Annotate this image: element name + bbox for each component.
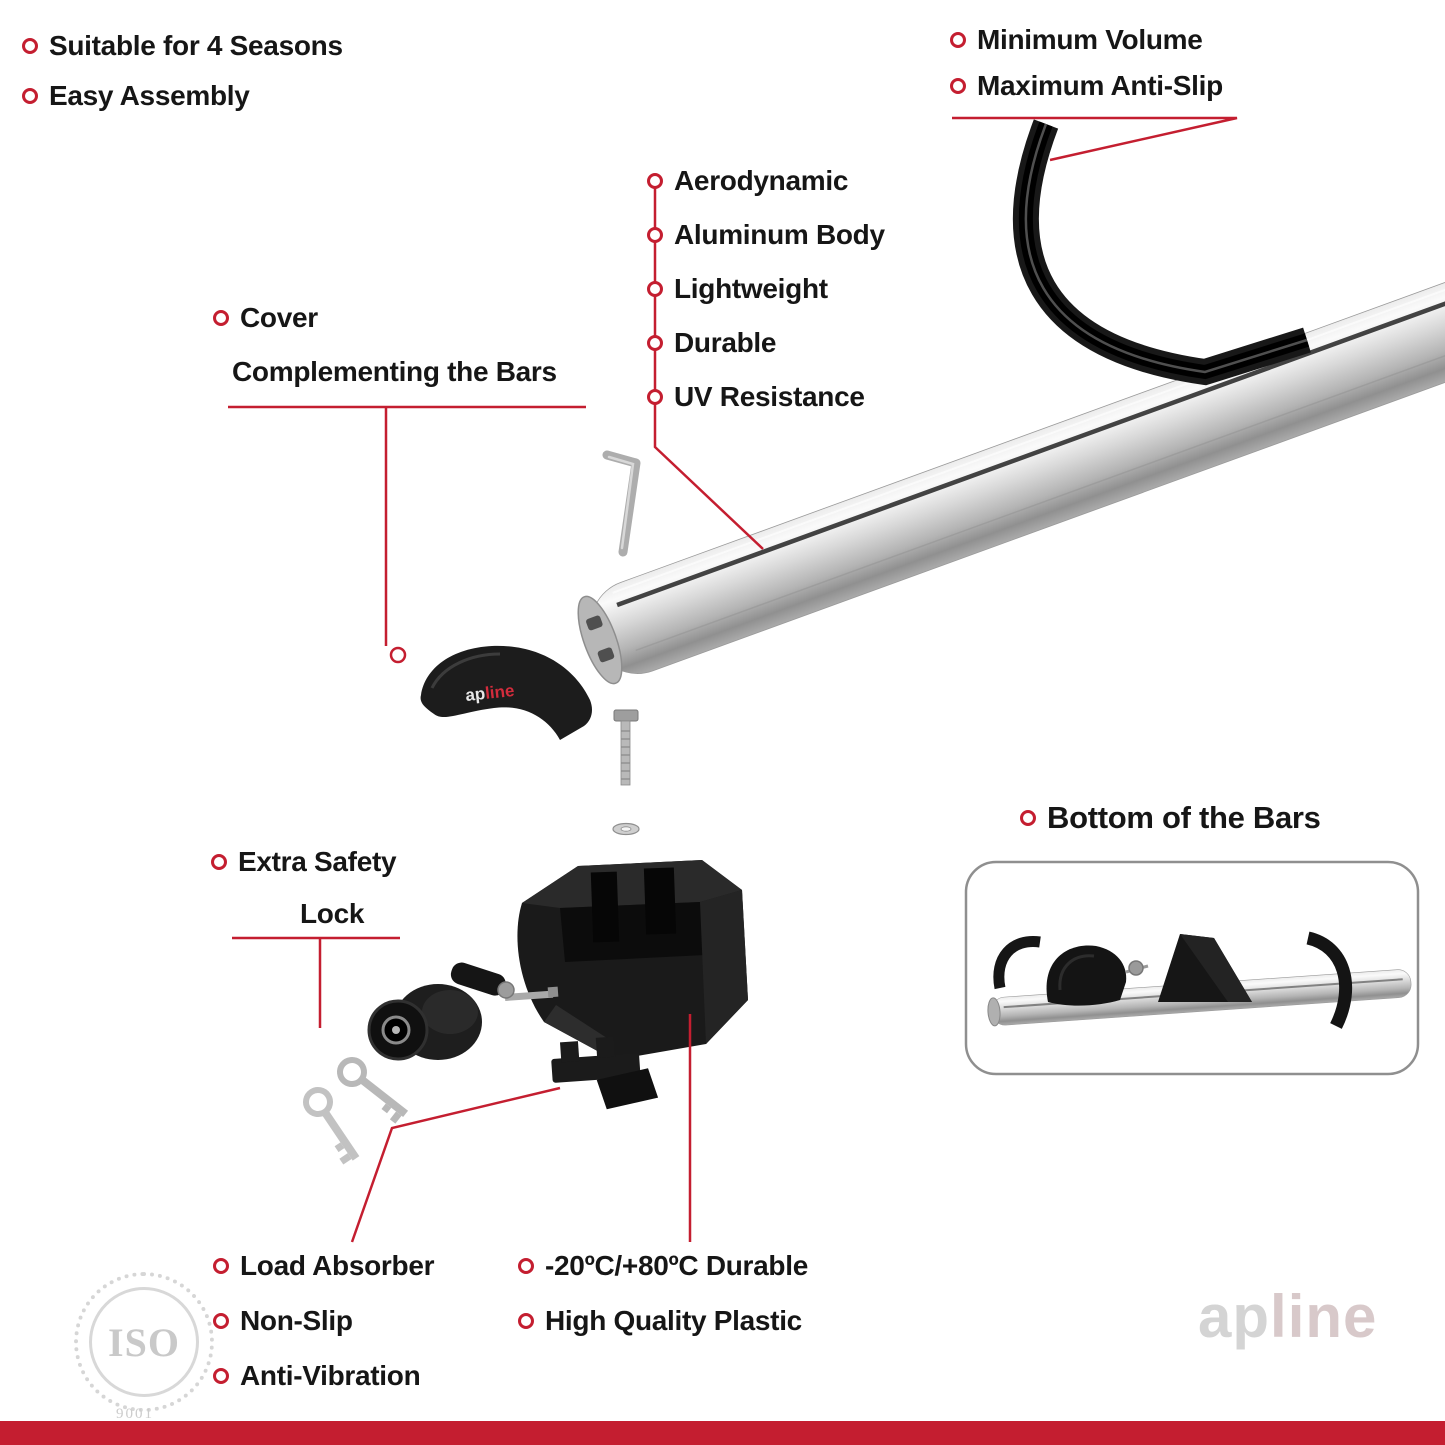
feature-item: Aluminum Body (647, 219, 885, 251)
rubber-strip (1013, 119, 1311, 386)
safety-lock (367, 962, 559, 1061)
feature-label: Aerodynamic (674, 165, 849, 196)
feature-item: UV Resistance (647, 381, 865, 413)
spec-item: Load Absorber (213, 1250, 435, 1282)
iso-stamp: ISO (74, 1272, 214, 1412)
brand-part1: ap (1198, 1283, 1271, 1350)
circle-bullet-icon (211, 854, 227, 870)
iso-stamp-inner: ISO (89, 1287, 199, 1397)
iso-number: 9001 (116, 1406, 154, 1422)
cover-title-label: Cover (240, 302, 318, 333)
allen-key (602, 450, 641, 557)
inset-title: Bottom of the Bars (1020, 800, 1321, 836)
spec-item: -20ºC/+80ºC Durable (518, 1250, 808, 1282)
circle-bullet-icon (213, 310, 229, 326)
cover-logo: apline (464, 681, 515, 705)
inset-bolt-knob (1128, 960, 1144, 976)
cover-pointer-ring (389, 646, 407, 664)
feature-item: Durable (647, 327, 776, 359)
antislip-item: Minimum Volume (950, 24, 1203, 56)
spec-label: High Quality Plastic (545, 1305, 802, 1336)
antislip-label: Maximum Anti-Slip (977, 70, 1223, 101)
lock-title-label: Extra Safety (238, 846, 397, 877)
iso-title: ISO (108, 1319, 180, 1365)
inset-strap (1306, 931, 1353, 1029)
inset-title-label: Bottom of the Bars (1047, 800, 1321, 835)
circle-bullet-icon (647, 173, 663, 189)
benefit-item: Suitable for 4 Seasons (22, 30, 343, 62)
mounting-foot (517, 860, 748, 1060)
spec-label: Load Absorber (240, 1250, 435, 1281)
callout-lines (228, 116, 1238, 1243)
brand-part2: line (1270, 1283, 1378, 1350)
brand-logo: apline (1198, 1282, 1377, 1351)
lock-callout-title: Extra Safety (211, 846, 397, 878)
benefit-label: Easy Assembly (49, 80, 250, 111)
feature-label: Lightweight (674, 273, 828, 304)
footer-red-bar (0, 1421, 1445, 1445)
spec-item: Anti-Vibration (213, 1360, 421, 1392)
circle-bullet-icon (647, 335, 663, 351)
circle-bullet-icon (518, 1313, 534, 1329)
washer (612, 822, 640, 836)
circle-bullet-icon (213, 1313, 229, 1329)
circle-bullet-icon (950, 78, 966, 94)
feature-item: Lightweight (647, 273, 828, 305)
benefit-item: Easy Assembly (22, 80, 250, 112)
cover-piece: apline (420, 645, 592, 740)
feature-label: Aluminum Body (674, 219, 885, 250)
cover-callout-subtitle: Complementing the Bars (232, 356, 557, 387)
keys (303, 1057, 409, 1165)
antislip-item: Maximum Anti-Slip (950, 70, 1223, 102)
bottom-of-bars-inset (964, 860, 1420, 1076)
spec-label: Non-Slip (240, 1305, 353, 1336)
inset-clamp (1046, 945, 1127, 1006)
bar-end-cap (577, 595, 623, 685)
circle-bullet-icon (950, 32, 966, 48)
circle-bullet-icon (213, 1258, 229, 1274)
aluminum-crossbar (577, 252, 1445, 685)
circle-bullet-icon (1020, 810, 1036, 826)
circle-bullet-icon (518, 1258, 534, 1274)
inset-rubber-end (993, 936, 1041, 990)
spec-label: -20ºC/+80ºC Durable (545, 1250, 808, 1281)
features-callout-line (653, 180, 764, 550)
benefit-label: Suitable for 4 Seasons (49, 30, 343, 61)
cover-callout-line (228, 405, 586, 646)
antislip-label: Minimum Volume (977, 24, 1203, 55)
spec-item: Non-Slip (213, 1305, 353, 1337)
circle-bullet-icon (647, 281, 663, 297)
antislip-callout-line (952, 116, 1238, 162)
cover-callout-title: Cover (213, 302, 318, 334)
feature-label: Durable (674, 327, 777, 358)
circle-bullet-icon (22, 88, 38, 104)
t-slot-channel (616, 261, 1445, 608)
circle-bullet-icon (647, 389, 663, 405)
spec-item: High Quality Plastic (518, 1305, 802, 1337)
circle-bullet-icon (647, 227, 663, 243)
lock-callout-subtitle: Lock (300, 898, 365, 929)
lock-callout-line (232, 936, 400, 1028)
circle-bullet-icon (22, 38, 38, 54)
feature-item: Aerodynamic (647, 165, 848, 197)
bolt (613, 709, 639, 786)
load-absorber-bracket (551, 1036, 659, 1110)
feature-label: UV Resistance (674, 381, 865, 412)
spec-label: Anti-Vibration (240, 1360, 421, 1391)
load-absorber-callout-line (350, 1086, 561, 1243)
circle-bullet-icon (213, 1368, 229, 1384)
